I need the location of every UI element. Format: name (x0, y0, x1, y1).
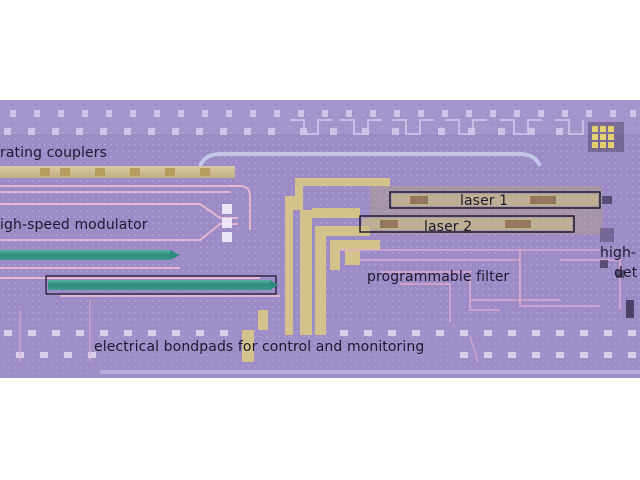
label-electrical-bondpads: electrical bondpads for control and moni… (94, 339, 425, 355)
grating-coupler-array (4, 110, 636, 135)
label-high-speed-detector-line1: high- (600, 245, 637, 261)
contact-array (588, 122, 624, 152)
label-programmable-filter: programmable filter (367, 269, 510, 285)
label-grating-couplers: rating couplers (0, 145, 107, 161)
label-laser-1: laser 1 (460, 193, 509, 209)
gold-traces (242, 178, 390, 362)
pink-waveguides (0, 185, 280, 297)
label-high-speed-modulator: igh-speed modulator (0, 217, 148, 233)
label-high-speed-detector-line2: det (614, 265, 638, 281)
modulator-electrodes (0, 250, 278, 295)
chip-artwork (0, 100, 640, 378)
gold-pad-strip (0, 166, 235, 178)
programmable-filter-network (340, 249, 621, 322)
photonic-chip-micrograph: rating couplers igh-speed modulator lase… (0, 100, 640, 378)
label-laser-2: laser 2 (424, 219, 473, 235)
laser-array (359, 186, 614, 242)
